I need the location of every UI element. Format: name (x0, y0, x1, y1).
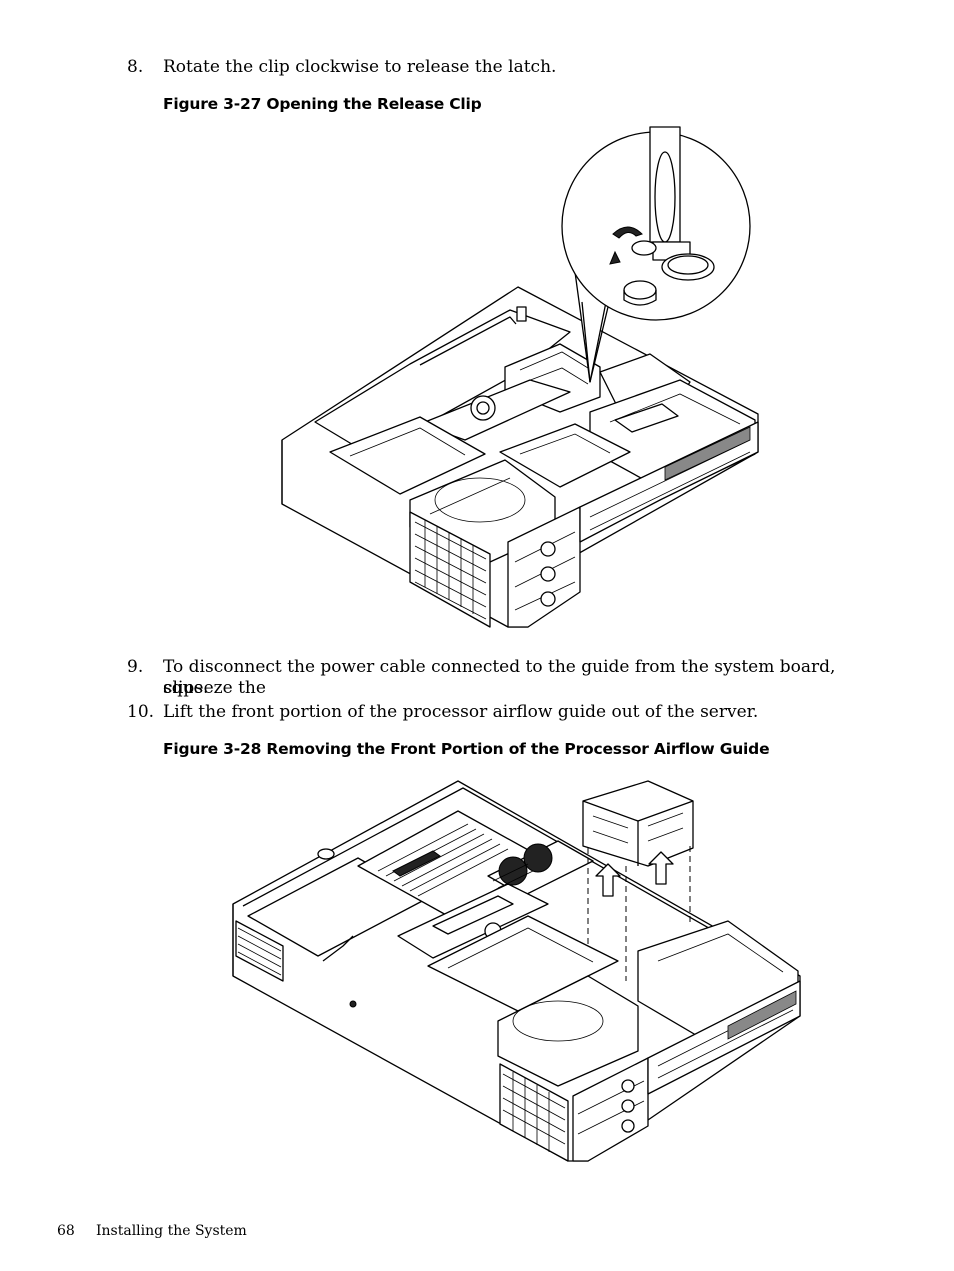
step-text: Rotate the clip clockwise to release the… (163, 57, 557, 77)
figure-3-28-illustration (232, 780, 801, 1162)
page-number: 68 (57, 1223, 75, 1239)
step-text-line-1: To disconnect the power cable connected … (163, 657, 836, 698)
step-number: 9. (127, 657, 144, 677)
lift-arrow-left (595, 863, 621, 897)
step-9: 9. To disconnect the power cable connect… (127, 657, 887, 701)
step-text-line-2: clips. (163, 678, 209, 698)
lift-arrow-right (648, 851, 674, 885)
vent-grille-front (499, 1063, 569, 1162)
vent-grille (409, 511, 491, 628)
step-10: 10. Lift the front portion of the proces… (127, 702, 887, 724)
figure-caption-3-27: Figure 3-27 Opening the Release Clip (163, 95, 482, 113)
footer-section-title: Installing the System (96, 1223, 247, 1239)
vent-grille-left (235, 920, 284, 982)
airflow-guide (582, 780, 694, 867)
figure-3-27-illustration (281, 126, 759, 628)
step-8: 8. Rotate the clip clockwise to release … (127, 57, 887, 79)
figure-caption-3-28: Figure 3-28 Removing the Front Portion o… (163, 740, 770, 758)
step-number: 8. (127, 57, 144, 77)
step-text: Lift the front portion of the processor … (163, 702, 759, 722)
step-number: 10. (127, 702, 155, 722)
